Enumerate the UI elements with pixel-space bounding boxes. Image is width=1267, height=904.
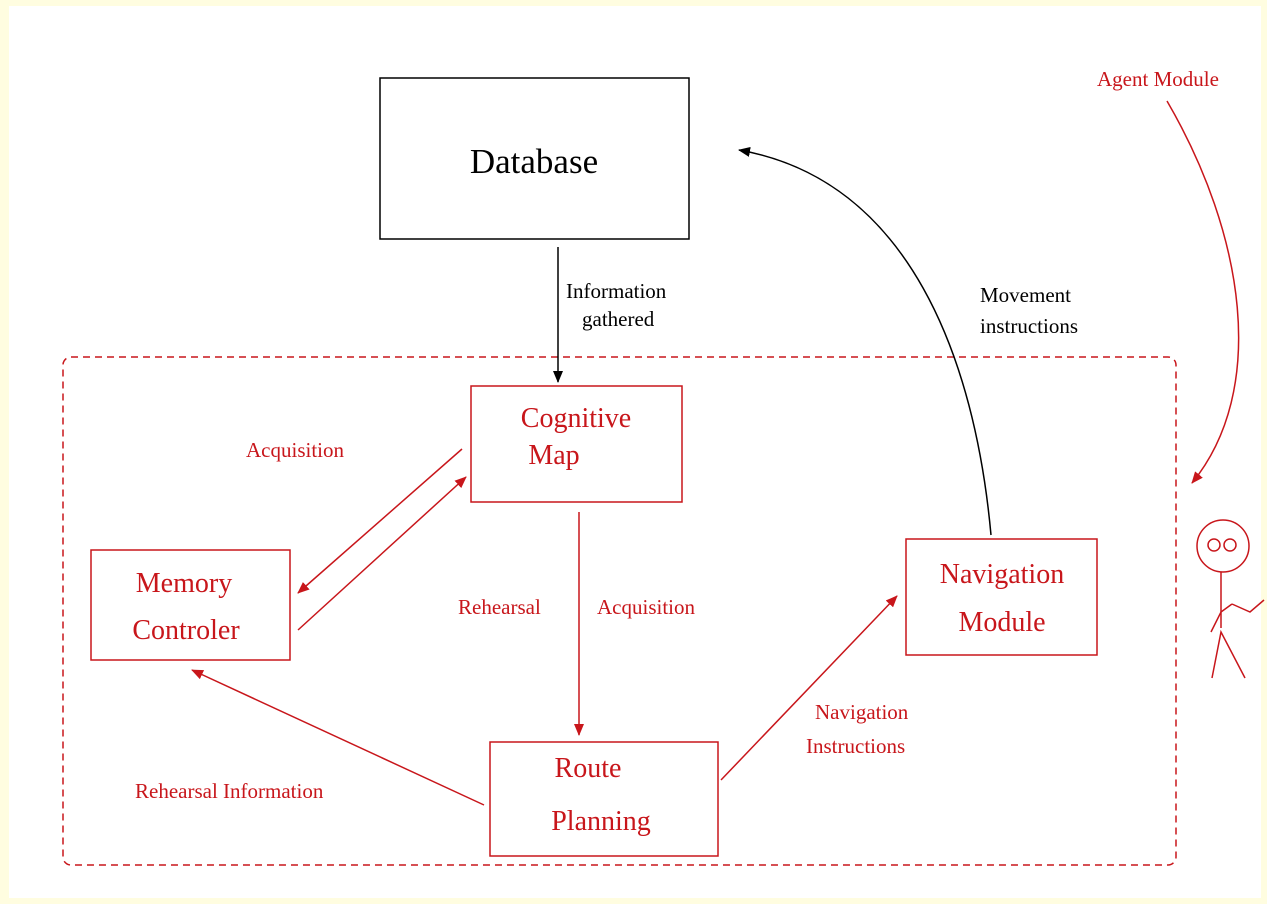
memory-controler-label-line2: Controler [132,615,240,646]
route-planning-label-line1: Route [555,753,622,784]
arrow-cognitive-map-to-memory [297,448,463,594]
cognitive-map-label-line1: Cognitive [521,403,631,434]
route-planning-node: Route Planning [489,741,719,857]
database-box [379,77,690,240]
navigation-module-node: Navigation Module [905,538,1098,656]
rehearsal-center-label: Rehearsal [458,595,541,619]
memory-controler-box [90,549,291,661]
database-label: Database [470,142,598,181]
arrow-navigation-to-database [738,146,992,536]
arrow-agent-label-to-boundary [1166,100,1240,484]
acquisition-upper-label: Acquisition [246,438,344,462]
navigation-module-label-line1: Navigation [940,559,1064,590]
navigation-module-box [905,538,1098,656]
route-planning-box [489,741,719,857]
arrow-route-to-memory [191,669,485,806]
information-gathered-label-line1: Information [566,279,667,303]
cognitive-map-box [470,385,683,503]
acquisition-center-label: Acquisition [597,595,695,619]
memory-controler-node: Memory Controler [90,549,291,661]
arrow-route-to-navigation [720,595,898,781]
navigation-instructions-label-line1: Navigation [815,700,909,724]
information-gathered-label-line2: gathered [582,307,655,331]
movement-instructions-label-line2: instructions [980,314,1078,338]
agent-module-label: Agent Module [1097,67,1219,91]
route-planning-label-line2: Planning [551,806,651,837]
navigation-module-label-line2: Module [958,607,1045,638]
arrow-memory-to-cognitive-map [297,476,467,631]
navigation-instructions-label-line2: Instructions [806,734,905,758]
memory-controler-label-line1: Memory [136,568,232,599]
agent-boundary [62,356,1177,866]
cognitive-map-node: Cognitive Map [470,385,683,503]
cognitive-map-label-line2: Map [528,440,579,471]
database-node: Database [379,77,690,240]
stick-figure-icon [1196,519,1265,679]
rehearsal-information-label: Rehearsal Information [135,779,324,803]
movement-instructions-label-line1: Movement [980,283,1071,307]
